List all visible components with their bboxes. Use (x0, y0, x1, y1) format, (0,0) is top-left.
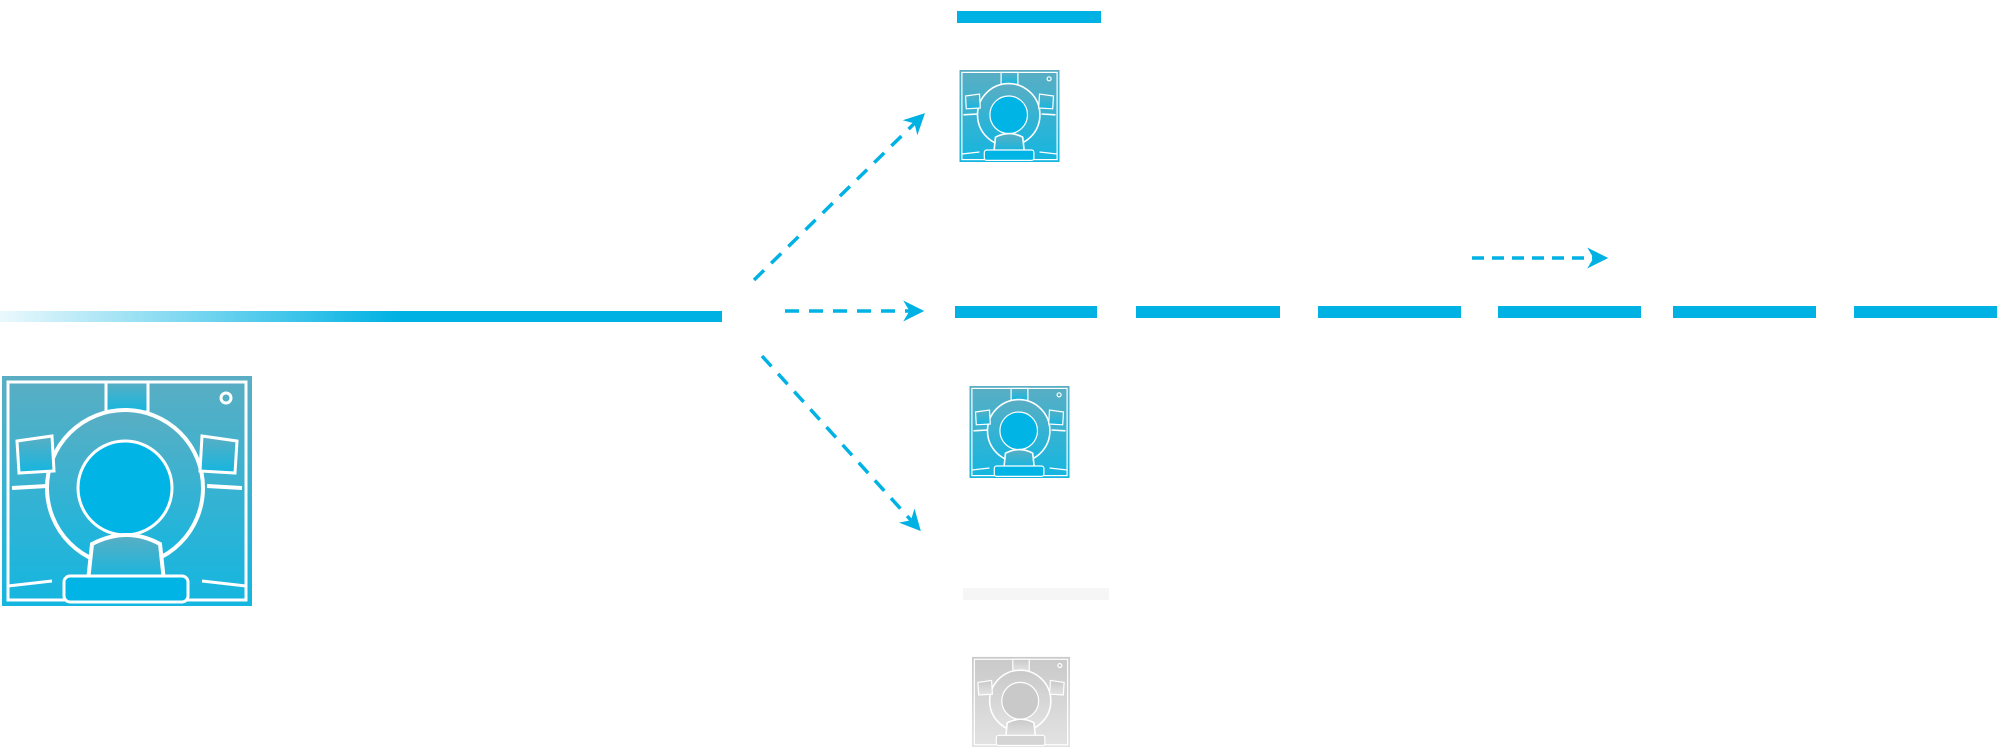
segment-3 (1318, 306, 1461, 318)
segment-2 (1136, 306, 1280, 318)
source-bar (0, 311, 722, 322)
arrow-lower-icon (760, 354, 921, 532)
upper-scanner-icon (958, 70, 1061, 162)
segment-4 (1498, 306, 1641, 318)
upper-bar (957, 11, 1101, 23)
segment-1 (955, 306, 1097, 318)
middle-segments (955, 306, 1997, 318)
faded-bar (963, 588, 1109, 600)
faded-scanner-icon (972, 656, 1070, 748)
arrow-upper-icon (752, 113, 926, 282)
source-scanner-icon (2, 376, 252, 606)
lower-scanner-icon (968, 386, 1071, 478)
segment-6 (1854, 306, 1997, 318)
segment-5 (1673, 306, 1816, 318)
